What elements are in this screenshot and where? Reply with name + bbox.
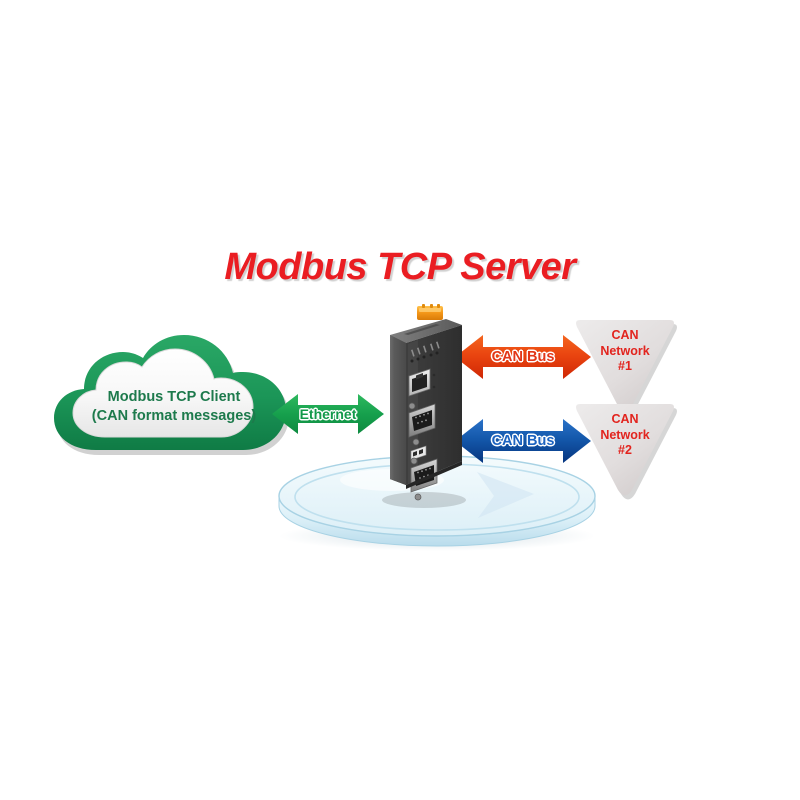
terminal-block-icon — [417, 304, 443, 320]
dip-switch-icon — [410, 445, 427, 461]
modbus-tcp-client-cloud: Modbus TCP Client (CAN format messages) — [48, 332, 300, 462]
ethernet-arrow: Ethernet — [272, 392, 384, 436]
page-title: Modbus TCP Server — [224, 246, 576, 288]
can-network-2-triangle: CAN Network #2 — [568, 398, 682, 502]
db9-connector-icon — [408, 402, 436, 446]
rj45-icon — [408, 368, 436, 397]
status-led-icon — [410, 341, 440, 363]
can-to-modbus-tcp-gateway — [378, 303, 478, 508]
